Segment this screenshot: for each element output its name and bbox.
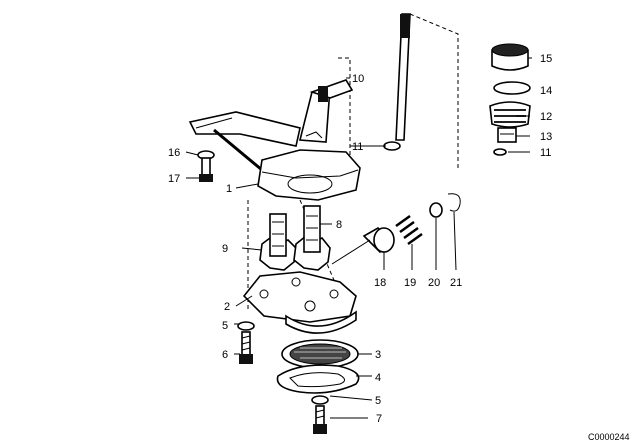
callout-3: 3 xyxy=(375,349,381,361)
washer-11-shaft xyxy=(383,141,401,151)
callout-11a: 11 xyxy=(352,141,363,153)
callout-20: 20 xyxy=(428,277,440,289)
callout-15: 15 xyxy=(540,53,552,65)
callout-4: 4 xyxy=(375,372,381,384)
pump-cover xyxy=(242,271,357,334)
callout-11b: 11 xyxy=(540,147,551,159)
callout-1: 1 xyxy=(226,183,232,195)
bolt-washer-5-6 xyxy=(237,321,255,364)
drawing-code: C0000244 xyxy=(588,432,630,442)
strainer-screen xyxy=(281,339,359,369)
callout-10: 10 xyxy=(352,73,364,85)
callout-14: 14 xyxy=(540,85,552,97)
bolt-washer-16-17 xyxy=(197,150,215,182)
callout-8: 8 xyxy=(336,219,342,231)
callout-13: 13 xyxy=(540,131,552,143)
bolt-washer-5-7 xyxy=(311,395,329,434)
drive-gear-stack xyxy=(489,43,531,156)
drive-shaft xyxy=(395,13,411,141)
leader-lines xyxy=(185,57,532,419)
callout-9: 9 xyxy=(222,243,228,255)
callout-16: 16 xyxy=(168,147,180,159)
oil-pump-housing xyxy=(188,79,361,201)
callout-19: 19 xyxy=(404,277,416,289)
callout-7: 7 xyxy=(376,413,382,425)
callout-12: 12 xyxy=(540,111,552,123)
gasket xyxy=(276,364,360,394)
pump-gears xyxy=(259,205,331,271)
callout-5b: 5 xyxy=(375,395,381,407)
callout-18: 18 xyxy=(374,277,386,289)
relief-valve-parts xyxy=(331,193,461,265)
callout-2: 2 xyxy=(224,301,230,313)
callout-5a: 5 xyxy=(222,320,228,332)
callout-6: 6 xyxy=(222,349,228,361)
callout-17: 17 xyxy=(168,173,180,185)
callout-labels: 1 2 3 4 5 5 6 7 8 9 10 11 11 12 13 14 15… xyxy=(168,53,630,442)
callout-21: 21 xyxy=(450,277,462,289)
